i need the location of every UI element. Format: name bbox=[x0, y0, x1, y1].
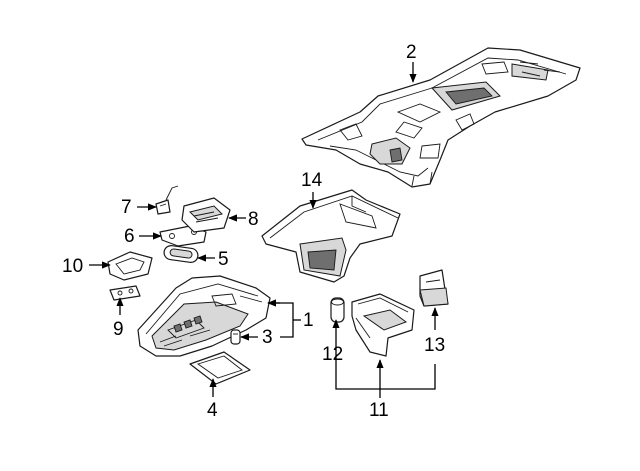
part-4-lens-cover bbox=[189, 351, 251, 385]
callout-11: 11 bbox=[369, 400, 389, 421]
part-2-roof-panel bbox=[301, 47, 581, 188]
part-14-console-housing bbox=[261, 189, 401, 283]
part-7-connector bbox=[155, 185, 179, 215]
callout-7: 7 bbox=[121, 197, 132, 218]
callout-14: 14 bbox=[301, 170, 323, 191]
callout-9: 9 bbox=[113, 319, 124, 340]
part-13-lens bbox=[419, 269, 449, 307]
part-12-bulb bbox=[330, 297, 345, 323]
callout-labels: 2 14 7 8 6 5 10 9 1 3 4 12 13 11 bbox=[62, 42, 445, 421]
callout-13: 13 bbox=[424, 335, 445, 356]
part-1-overhead-console bbox=[137, 275, 271, 357]
part-5-lens bbox=[163, 245, 199, 263]
part-9-clip bbox=[109, 285, 141, 301]
part-8-switch bbox=[181, 197, 231, 233]
callout-4: 4 bbox=[207, 400, 218, 421]
callout-6: 6 bbox=[124, 226, 135, 247]
callout-3: 3 bbox=[262, 327, 273, 348]
part-3-bulb bbox=[230, 329, 241, 345]
part-11-lamp-housing bbox=[351, 293, 415, 357]
callout-1: 1 bbox=[303, 310, 314, 331]
callout-5: 5 bbox=[218, 249, 229, 270]
callout-2: 2 bbox=[406, 42, 417, 63]
callout-8: 8 bbox=[248, 209, 259, 230]
callout-12: 12 bbox=[322, 344, 343, 365]
callout-10: 10 bbox=[62, 256, 83, 277]
part-10-bracket bbox=[107, 251, 153, 281]
leader-lines bbox=[89, 62, 439, 398]
